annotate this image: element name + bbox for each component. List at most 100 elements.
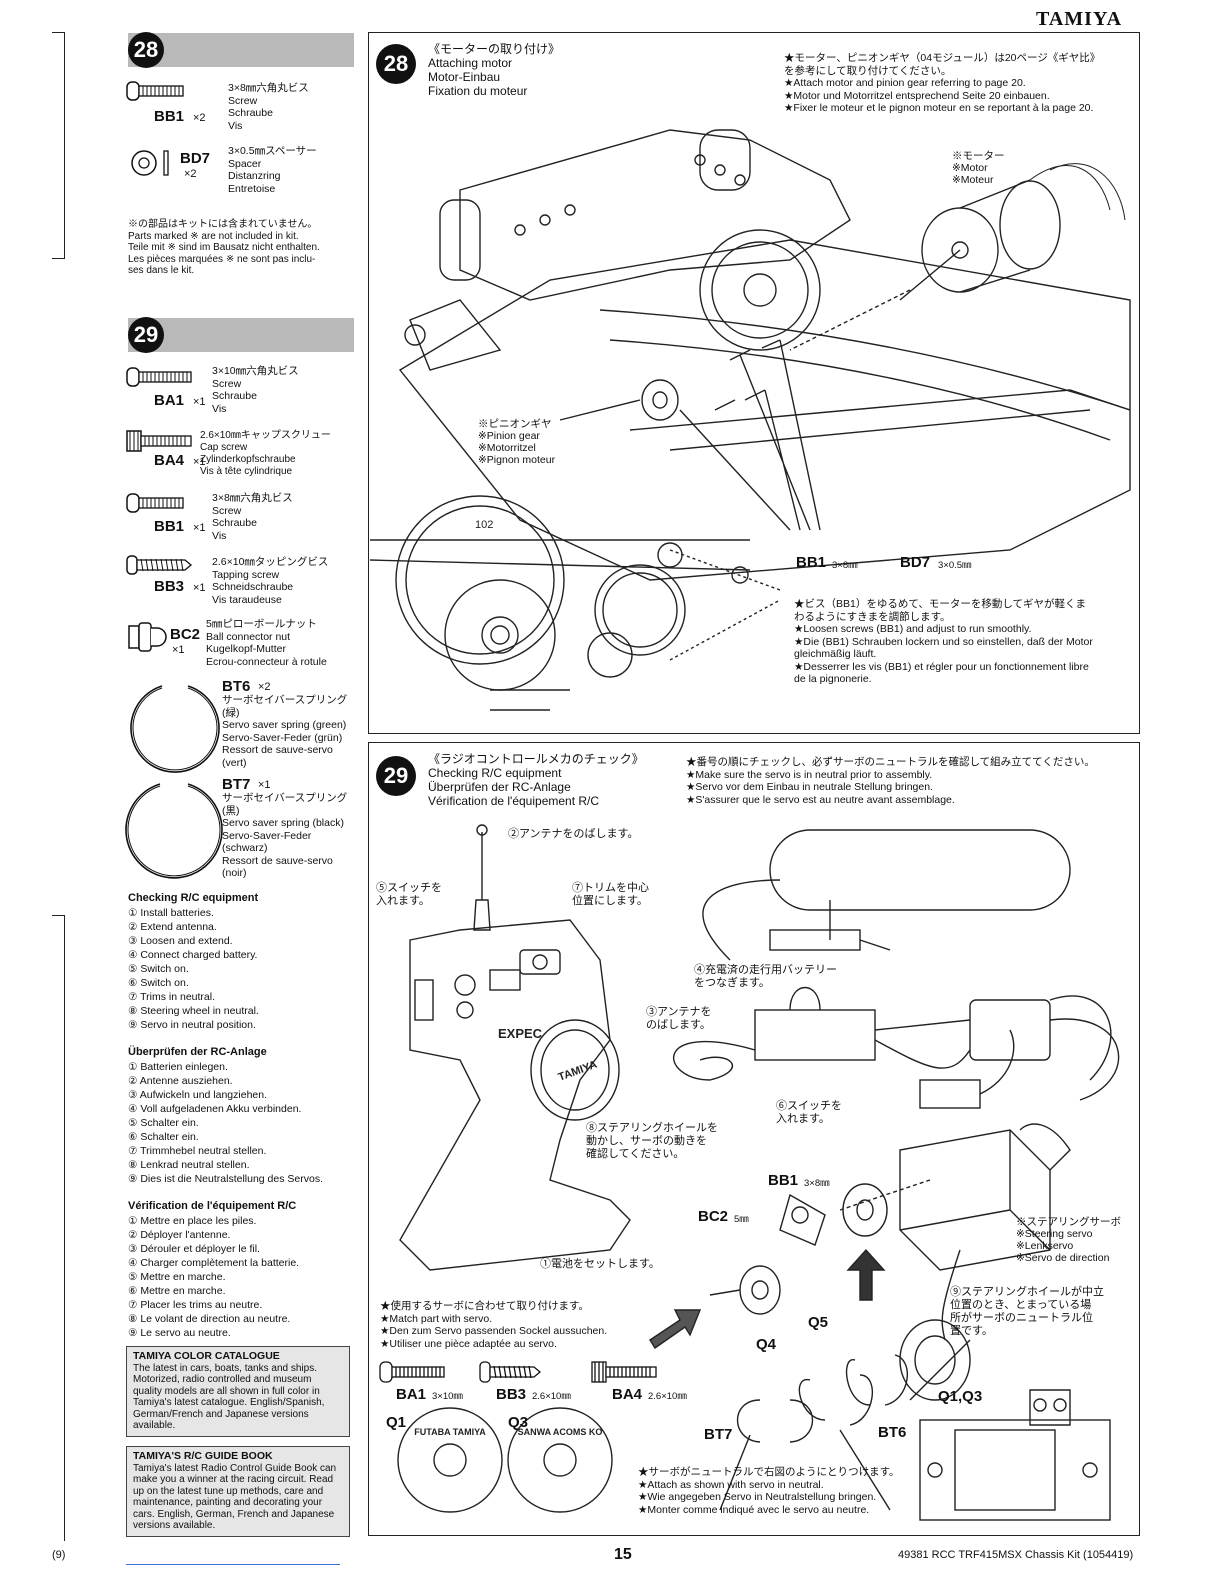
wheel-brand-label: TAMIYA [557, 1059, 599, 1084]
callout-4-battery: ④充電済の走行用バッテリー をつなぎます。 [694, 964, 837, 989]
step29-bt7-code: BT7 [222, 776, 251, 793]
step29-bb3-code: BB3 [154, 578, 185, 595]
step29-bc2-desc: 5㎜ピローボールナット Ball connector nut Kugelkopf… [206, 618, 327, 668]
catalogue-title: TAMIYA COLOR CATALOGUE [133, 1350, 280, 1362]
step29-ba1-code: BA1 [154, 392, 185, 409]
checklist-fr-title: Vérification de l'équipement R/C [128, 1200, 297, 1212]
bottom-ba4-code: BA4 [612, 1386, 643, 1403]
step29-bc2-qty: ×1 [172, 644, 185, 656]
callout-3-antenna-wire: ③アンテナを のばします。 [646, 1006, 712, 1031]
footer-code: 49381 RCC TRF415MSX Chassis Kit (1054419… [898, 1549, 1134, 1561]
margin-bracket [52, 32, 65, 259]
step29-bt6-code: BT6 [222, 678, 251, 695]
checklist-de-title: Überprüfen der RC-Anlage [128, 1046, 267, 1058]
steering-servo-label: ※ステアリングサーボ ※Steering servo ※Lenkservo ※S… [1016, 1216, 1121, 1264]
catalogue-body: The latest in cars, boats, tanks and shi… [133, 1362, 325, 1432]
step29-bc2-code: BC2 [170, 626, 201, 643]
step29-instructions: ★番号の順にチェックし、必ずサーボのニュートラルを確認して組み立ててください。 … [686, 756, 1095, 806]
bottom-bb3-size: 2.6×10㎜ [532, 1391, 571, 1402]
pinion-gear-label: ※ピニオンギヤ ※Pinion gear ※Motorritzel ※Pigno… [478, 418, 556, 466]
q5-label: Q5 [808, 1314, 829, 1331]
q1-ring-text: FUTABA TAMIYA [414, 1427, 486, 1437]
q1-title: Q1 [386, 1414, 407, 1431]
checklist-en-items: ① Install batteries. ② Extend antenna. ③… [128, 907, 259, 1031]
checklist-de-items: ① Batterien einlegen. ② Antenne ausziehe… [128, 1061, 323, 1185]
step29-bt6-desc: サーボセイバースプリング (緑) Servo saver spring (gre… [222, 694, 348, 769]
step28-instructions: ★モーター、ピニオンギヤ（04モジュール）は20ページ《ギヤ比》 を参考にして取… [784, 52, 1101, 114]
bb3-tapping-screw-icon [126, 555, 193, 575]
step28-parts-number: 28 [128, 32, 164, 68]
callout-2-antenna: ②アンテナをのばします。 [508, 828, 639, 840]
bottom-bb3-code: BB3 [496, 1386, 527, 1403]
bb1-screw-icon [126, 81, 184, 101]
margin-bracket-lower [52, 915, 65, 1541]
step29-bb3-qty: ×1 [193, 582, 206, 594]
step28-panel [368, 32, 1140, 734]
step28-bb1-code: BB1 [796, 554, 827, 571]
adjust-gear-mesh-note: ★ビス（BB1）をゆるめて、モーターを移動してギヤが軽くま わるようにすきまを調… [794, 598, 1093, 685]
guidebook-title: TAMIYA'S R/C GUIDE BOOK [133, 1450, 273, 1462]
bt6-label: BT6 [878, 1424, 907, 1441]
step28-bd7-code: BD7 [900, 554, 931, 571]
transmitter-brand-label: EXPEC [498, 1026, 543, 1041]
guide-book-box: TAMIYA'S R/C GUIDE BOOK Tamiya's latest … [126, 1446, 350, 1537]
callout-7-trim: ⑦トリムを中心 位置にします。 [572, 882, 649, 907]
step28-bb1-size: 3×8㎜ [832, 560, 858, 571]
checklist-fr-items: ① Mettre en place les piles. ② Déployer … [128, 1215, 300, 1339]
motor-label: ※モーター ※Motor ※Moteur [952, 150, 1005, 186]
step29-bb3-desc: 2.6×10㎜タッピングビス Tapping screw Schneidschr… [212, 556, 329, 606]
step29-bb1-desc: 3×8㎜六角丸ビス Screw Schraube Vis [212, 492, 293, 542]
guidebook-body: Tamiya's latest Radio Control Guide Book… [133, 1462, 337, 1532]
step29-bb1-code: BB1 [768, 1172, 799, 1189]
step28-parts-header [128, 33, 354, 67]
bottom-screws-icons [379, 1361, 657, 1383]
step29-ba1-qty: ×1 [193, 396, 206, 408]
step29-bc2-size: 5㎜ [734, 1214, 749, 1225]
step29-bt7-desc: サーボセイバースプリング (黒) Servo saver spring (bla… [222, 792, 348, 879]
footer-left-mark: (9) [52, 1549, 66, 1561]
bt7-label: BT7 [704, 1426, 733, 1443]
use-matching-part-note: ★使用するサーボに合わせて取り付けます。 ★Match part with se… [380, 1300, 608, 1350]
attach-neutral-note: ★サーボがニュートラルで右図のようにとりつけます。 ★Attach as sho… [638, 1466, 900, 1516]
step28-bd7-size: 3×0.5㎜ [938, 560, 972, 571]
bottom-ba4-size: 2.6×10㎜ [648, 1391, 687, 1402]
step29-number: 29 [376, 756, 416, 796]
q3-ring-text: SANWA ACOMS KO [518, 1427, 603, 1437]
footer-rule [126, 1564, 340, 1565]
rc-equipment-drawing: TAMIYA EXPEC FUTABA TAMIYA SANWA ACOMS K… [397, 824, 1120, 1521]
callout-8-steering: ⑧ステアリングホイールを 動かし、サーボの動きを 確認してください。 [586, 1122, 718, 1160]
chassis-motor-drawing: 102 [369, 129, 1131, 711]
bt7-spring-icon [125, 783, 223, 879]
gear-teeth-label: 102 [475, 519, 493, 531]
bc2-ball-nut-icon [128, 622, 167, 652]
q4-label: Q4 [756, 1336, 777, 1353]
callout-1-batteries: ①電池をセットします。 [540, 1258, 660, 1270]
step29-bc2-code: BC2 [698, 1208, 729, 1225]
step29-parts-number: 29 [128, 317, 164, 353]
step29-bb1-qty: ×1 [193, 522, 206, 534]
step29-ba4-desc: 2.6×10㎜キャップスクリュー Cap screw Zylinderkopfs… [200, 430, 331, 477]
brand-logo: TAMIYA [1036, 8, 1123, 30]
step29-ba1-desc: 3×10㎜六角丸ビス Screw Schraube Vis [212, 365, 299, 415]
page-number: 15 [614, 1546, 632, 1563]
step28-number: 28 [376, 44, 416, 84]
callout-9-neutral: ⑨ステアリングホイールが中立 位置のとき、とまっている場 所がサーボのニュートラ… [950, 1286, 1104, 1337]
checklist-en-title: Checking R/C equipment [128, 892, 259, 904]
ba1-screw-icon [126, 367, 192, 387]
ba4-cap-screw-icon [126, 430, 192, 452]
step29-bb1-size: 3×8㎜ [804, 1178, 830, 1189]
step28-bb1-code: BB1 [154, 108, 185, 125]
step29-bt7-qty: ×1 [258, 779, 271, 791]
callout-5-switch: ⑤スイッチを 入れます。 [376, 882, 442, 907]
step28-bd7-qty: ×2 [184, 168, 197, 180]
q1-q3-label: Q1,Q3 [938, 1388, 983, 1405]
step29-panel [368, 742, 1140, 1536]
bt6-spring-icon [130, 685, 220, 773]
parts-not-included-note: ※の部品はキットには含まれていません。 Parts marked ※ are n… [128, 219, 320, 276]
bottom-ba1-size: 3×10㎜ [432, 1391, 463, 1402]
step28-bd7-desc: 3×0.5㎜スペーサー Spacer Distanzring Entretois… [228, 145, 317, 195]
step29-ba4-qty: ×1 [193, 456, 206, 468]
bd7-spacer-icon [131, 150, 169, 176]
q3-title: Q3 [508, 1414, 529, 1431]
step28-bd7-code: BD7 [180, 150, 211, 167]
